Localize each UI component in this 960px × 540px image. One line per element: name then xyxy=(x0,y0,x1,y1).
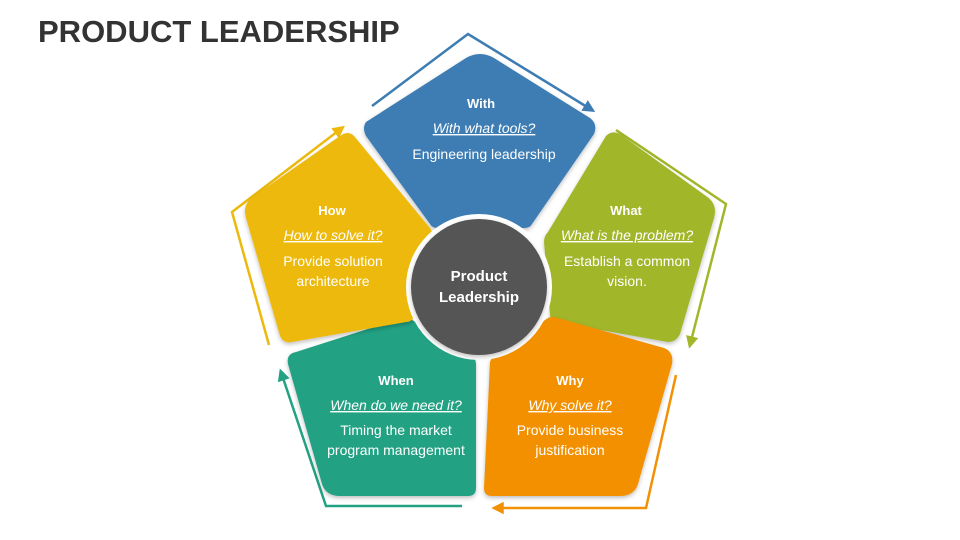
center-hub-circle xyxy=(411,219,547,355)
segment-why-question: Why solve it? xyxy=(528,397,611,413)
page-title: PRODUCT LEADERSHIP xyxy=(38,14,400,49)
segment-what-question: What is the problem? xyxy=(561,227,693,243)
cycle-arrow-how xyxy=(230,125,345,346)
cycle-arrow-why xyxy=(491,374,678,515)
center-hub: Product Leadership xyxy=(406,214,552,360)
segment-how-question: How to solve it? xyxy=(284,227,383,243)
segment-when-shape xyxy=(287,317,476,496)
segment-when-line-1: Timing the market xyxy=(340,422,452,438)
segment-why-shape xyxy=(484,317,673,496)
segment-when-heading: When xyxy=(378,373,413,388)
segment-what: What What is the problem? Establish a co… xyxy=(544,132,715,342)
segment-how-shape xyxy=(245,133,433,343)
cycle-arrow-when xyxy=(277,368,462,508)
segment-what-line-1: Establish a common xyxy=(564,253,690,269)
center-label-line-2: Leadership xyxy=(439,289,519,306)
segment-when-question: When do we need it? xyxy=(330,397,462,413)
segment-how-line-1: Provide solution xyxy=(283,253,383,269)
cycle-arrow-with xyxy=(371,32,596,112)
segment-when: When When do we need it? Timing the mark… xyxy=(287,317,476,496)
segment-with-question: With what tools? xyxy=(433,120,536,136)
segment-why: Why Why solve it? Provide business justi… xyxy=(484,317,673,496)
segment-why-line-1: Provide business xyxy=(517,422,624,438)
segment-what-line-2: vision. xyxy=(607,273,647,289)
segment-with: With With what tools? Engineering leader… xyxy=(364,54,596,228)
segment-when-line-2: program management xyxy=(327,442,465,458)
segment-with-line-1: Engineering leadership xyxy=(412,146,555,162)
segment-how-heading: How xyxy=(318,203,346,218)
cycle-arrow-what xyxy=(615,128,728,349)
segment-why-heading: Why xyxy=(556,373,584,388)
segment-what-heading: What xyxy=(610,203,642,218)
segment-with-heading: With xyxy=(467,96,495,111)
segment-why-line-2: justification xyxy=(534,442,604,458)
segment-how: How How to solve it? Provide solution ar… xyxy=(245,133,433,343)
segment-what-shape xyxy=(544,132,715,342)
center-label-line-1: Product xyxy=(451,268,508,285)
segment-with-shape xyxy=(364,54,596,228)
segment-how-line-2: architecture xyxy=(296,273,369,289)
